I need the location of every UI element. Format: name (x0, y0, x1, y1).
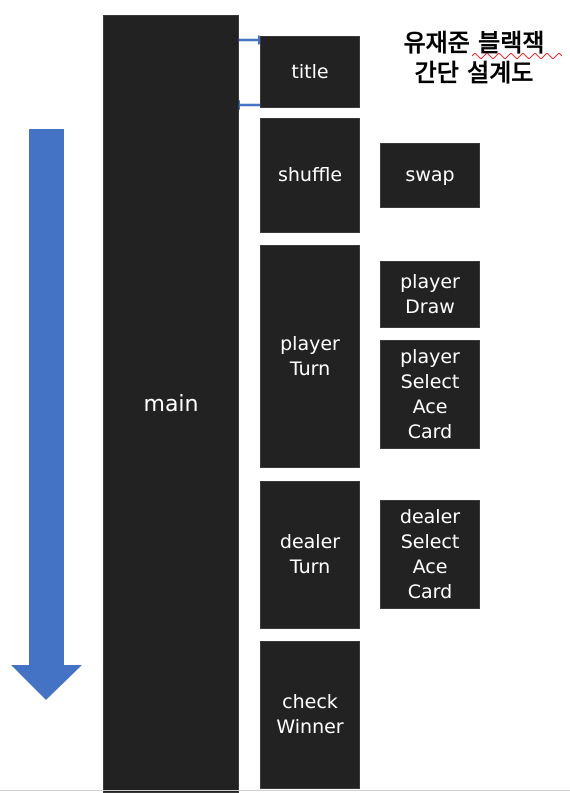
shuffle-function-label: shuffle (277, 164, 343, 186)
check-winner-function-box: check Winner (260, 641, 360, 789)
player-draw-subfunction-box: player Draw (380, 261, 480, 328)
title-function-box: title (260, 36, 360, 108)
player-select-ace-card-subfunction-box: player Select Ace Card (380, 340, 480, 449)
player-turn-function-label: player Turn (280, 332, 340, 380)
shuffle-function-box: shuffle (260, 118, 360, 233)
spellcheck-squiggle (472, 53, 562, 59)
swap-subfunction-label: swap (405, 164, 455, 186)
swap-subfunction-box: swap (380, 143, 480, 208)
diagram-title: 유재준 블랙잭 간단 설계도 (403, 29, 545, 87)
main-box: main (103, 15, 239, 793)
player-draw-subfunction-label: player Draw (400, 270, 460, 318)
player-turn-function-box: player Turn (260, 245, 360, 468)
check-winner-function-label: check Winner (276, 691, 344, 738)
dealer-select-ace-card-subfunction-box: dealer Select Ace Card (380, 500, 480, 609)
dealer-turn-function-label: dealer Turn (279, 531, 341, 578)
dealer-turn-function-box: dealer Turn (260, 481, 360, 629)
player-select-ace-card-subfunction-label: player Select Ace Card (400, 345, 460, 443)
title-function-label: title (291, 60, 329, 83)
main-label: main (143, 391, 199, 417)
flow-arrow-shape (11, 129, 82, 700)
bottom-divider (0, 790, 570, 791)
dealer-select-ace-card-subfunction-label: dealer Select Ace Card (399, 505, 461, 603)
